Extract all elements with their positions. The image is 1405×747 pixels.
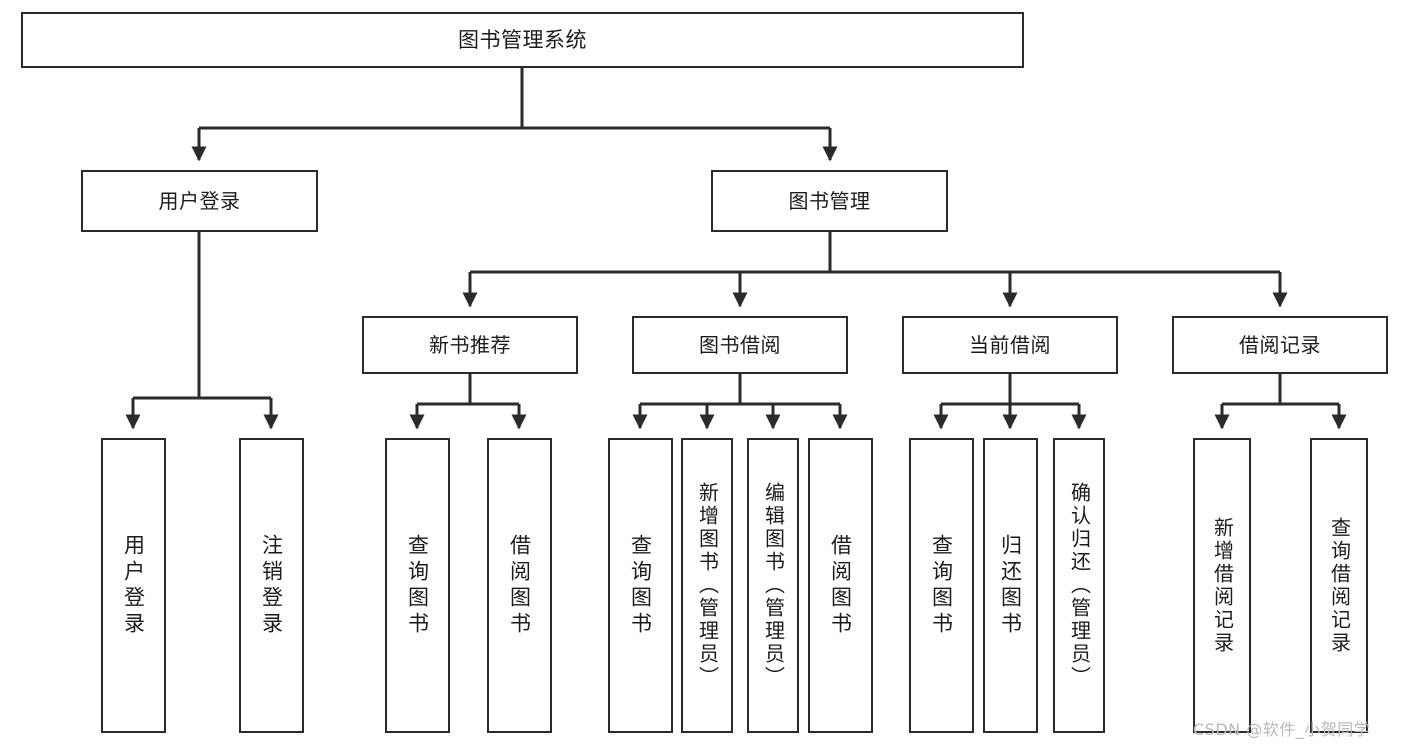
leaf-borrow-record-add[interactable]: 新增借阅记录 bbox=[1193, 438, 1251, 733]
node-label: 新书推荐 bbox=[429, 332, 511, 357]
node-new-book-recommend[interactable]: 新书推荐 bbox=[362, 316, 578, 374]
leaf-book-borrow-edit[interactable]: 编辑图书（管理员） bbox=[747, 438, 799, 733]
node-label: 查询图书 bbox=[929, 533, 954, 638]
node-label: 图书管理系统 bbox=[458, 27, 587, 52]
leaf-current-borrow-return[interactable]: 归还图书 bbox=[983, 438, 1038, 733]
node-label: 确认归还（管理员） bbox=[1067, 482, 1092, 689]
node-label: 查询借阅记录 bbox=[1327, 516, 1352, 655]
node-current-borrow[interactable]: 当前借阅 bbox=[902, 316, 1118, 374]
leaf-current-borrow-query[interactable]: 查询图书 bbox=[909, 438, 974, 733]
node-book-management[interactable]: 图书管理 bbox=[711, 170, 948, 232]
node-label: 查询图书 bbox=[405, 533, 430, 638]
node-label: 查询图书 bbox=[628, 533, 653, 638]
leaf-current-borrow-confirm-return[interactable]: 确认归还（管理员） bbox=[1053, 438, 1105, 733]
node-label: 归还图书 bbox=[998, 533, 1023, 638]
node-label: 借阅记录 bbox=[1239, 332, 1321, 357]
leaf-book-borrow-lend[interactable]: 借阅图书 bbox=[808, 438, 873, 733]
node-root-system[interactable]: 图书管理系统 bbox=[21, 12, 1024, 68]
node-label: 编辑图书（管理员） bbox=[761, 482, 786, 689]
node-borrow-record[interactable]: 借阅记录 bbox=[1172, 316, 1388, 374]
leaf-user-login-signin[interactable]: 用户登录 bbox=[101, 438, 166, 733]
leaf-book-borrow-add[interactable]: 新增图书（管理员） bbox=[681, 438, 733, 733]
leaf-user-login-signout[interactable]: 注销登录 bbox=[239, 438, 304, 733]
leaf-new-book-borrow[interactable]: 借阅图书 bbox=[487, 438, 552, 733]
node-label: 图书借阅 bbox=[699, 332, 781, 357]
node-book-borrow[interactable]: 图书借阅 bbox=[632, 316, 848, 374]
leaf-new-book-query[interactable]: 查询图书 bbox=[385, 438, 450, 733]
node-label: 借阅图书 bbox=[507, 533, 532, 638]
node-label: 新增借阅记录 bbox=[1210, 516, 1235, 655]
node-label: 借阅图书 bbox=[828, 533, 853, 638]
node-label: 注销登录 bbox=[259, 533, 284, 638]
node-label: 用户登录 bbox=[121, 533, 146, 638]
leaf-borrow-record-query[interactable]: 查询借阅记录 bbox=[1310, 438, 1368, 733]
node-user-login[interactable]: 用户登录 bbox=[81, 170, 318, 232]
node-label: 用户登录 bbox=[158, 188, 241, 213]
node-label: 图书管理 bbox=[788, 188, 871, 213]
node-label: 新增图书（管理员） bbox=[695, 482, 720, 689]
leaf-book-borrow-query[interactable]: 查询图书 bbox=[608, 438, 673, 733]
node-label: 当前借阅 bbox=[969, 332, 1051, 357]
